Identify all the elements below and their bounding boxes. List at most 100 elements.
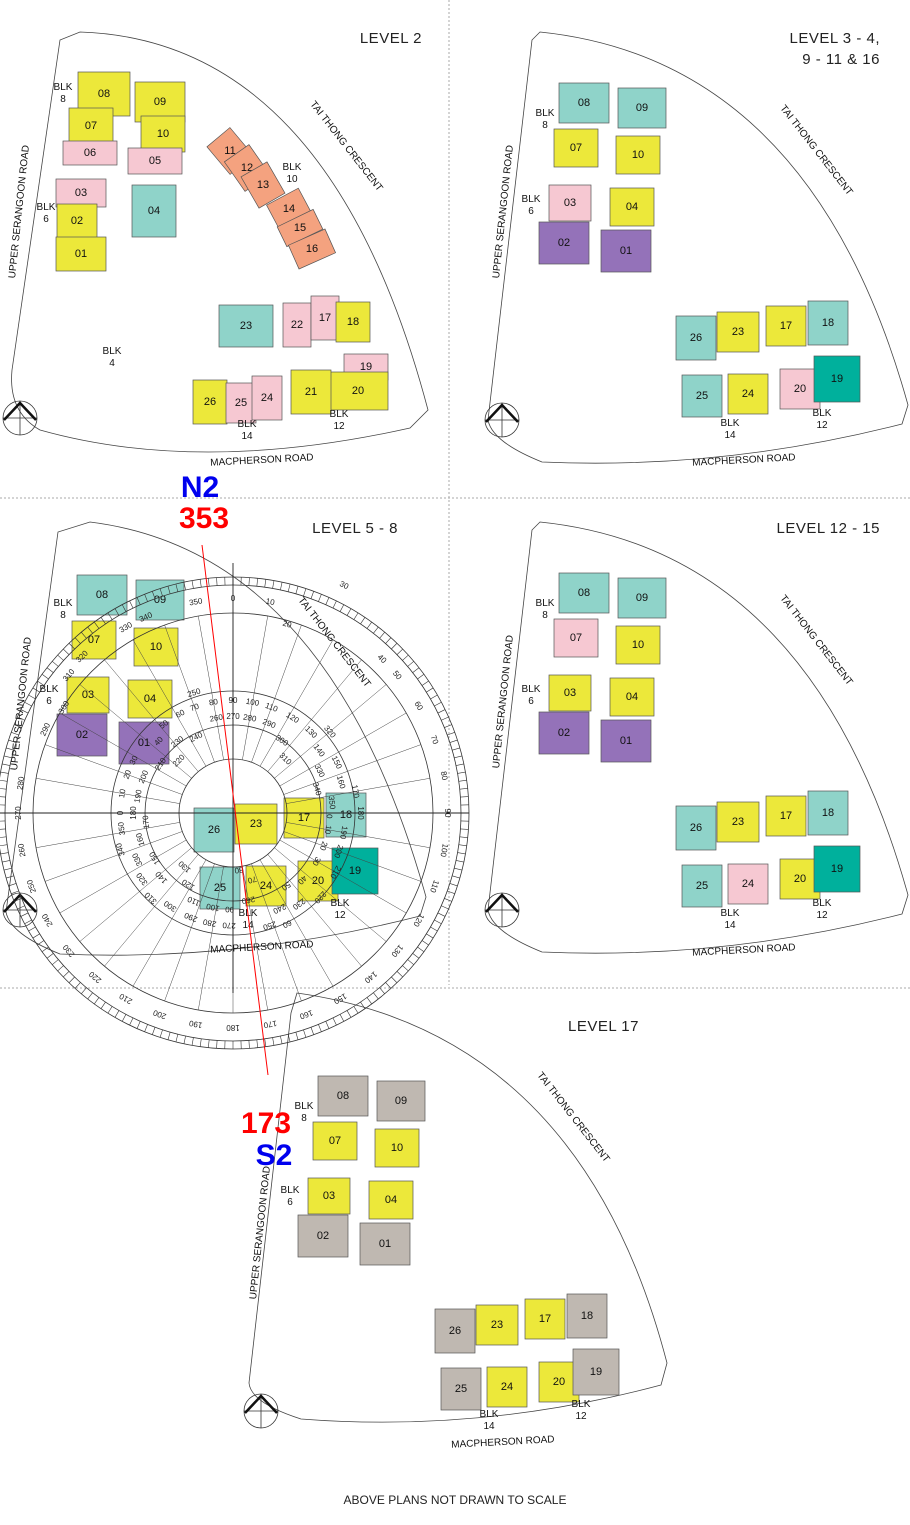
unit-06[interactable]: 06: [62, 140, 118, 166]
unit-18[interactable]: 18: [807, 300, 849, 346]
unit-26[interactable]: 26: [675, 805, 717, 851]
unit-09[interactable]: 09: [376, 1080, 426, 1122]
unit-05[interactable]: 05: [127, 147, 183, 175]
unit-23[interactable]: 23: [716, 311, 760, 353]
unit-02[interactable]: 02: [538, 711, 590, 755]
unit-24[interactable]: 24: [251, 375, 283, 421]
unit-13[interactable]: 13: [240, 161, 286, 209]
unit-24[interactable]: 24: [727, 863, 769, 905]
unit-02[interactable]: 02: [56, 203, 98, 239]
block-label: BLK: [331, 898, 350, 909]
unit-03[interactable]: 03: [66, 676, 110, 714]
unit-19[interactable]: 19: [572, 1348, 620, 1396]
unit-09[interactable]: 09: [134, 81, 186, 123]
unit-19[interactable]: 19: [813, 845, 861, 893]
unit-21[interactable]: 21: [290, 369, 332, 415]
unit-23[interactable]: 23: [716, 801, 760, 843]
unit-16[interactable]: 16: [287, 228, 337, 270]
unit-number: 10: [157, 128, 169, 140]
unit-03[interactable]: 03: [548, 674, 592, 712]
unit-08[interactable]: 08: [558, 572, 610, 614]
unit-07[interactable]: 07: [312, 1121, 358, 1161]
unit-25[interactable]: 25: [225, 382, 257, 424]
block-label: BLK: [283, 162, 302, 173]
unit-number: 17: [319, 312, 331, 324]
compass-degree-label: 340: [311, 781, 323, 797]
unit-04[interactable]: 04: [368, 1180, 414, 1220]
unit-23[interactable]: 23: [218, 304, 274, 348]
unit-04[interactable]: 04: [127, 679, 173, 719]
unit-10[interactable]: 10: [140, 115, 186, 153]
unit-08[interactable]: 08: [317, 1075, 369, 1117]
unit-10[interactable]: 10: [374, 1128, 420, 1168]
unit-26[interactable]: 26: [193, 807, 235, 853]
unit-08[interactable]: 08: [558, 82, 610, 124]
unit-19[interactable]: 19: [331, 847, 379, 895]
unit-01[interactable]: 01: [55, 236, 107, 272]
unit-17[interactable]: 17: [283, 797, 325, 839]
unit-03[interactable]: 03: [307, 1177, 351, 1215]
compass-degree-label: 230: [61, 942, 77, 958]
unit-07[interactable]: 07: [553, 128, 599, 168]
unit-23[interactable]: 23: [475, 1304, 519, 1346]
unit-25[interactable]: 25: [440, 1367, 482, 1411]
unit-number: 20: [794, 383, 806, 395]
unit-26[interactable]: 26: [434, 1308, 476, 1354]
unit-02[interactable]: 02: [538, 221, 590, 265]
unit-26[interactable]: 26: [675, 315, 717, 361]
compass-tick: [287, 583, 291, 592]
unit-10[interactable]: 10: [615, 625, 661, 665]
unit-19[interactable]: 19: [813, 355, 861, 403]
unit-10[interactable]: 10: [133, 627, 179, 667]
unit-04[interactable]: 04: [131, 184, 177, 238]
unit-07[interactable]: 07: [71, 620, 117, 660]
compass-radial: [274, 684, 387, 779]
compass-tick: [94, 621, 100, 629]
unit-20[interactable]: 20: [779, 368, 821, 410]
unit-18[interactable]: 18: [566, 1293, 608, 1339]
unit-07[interactable]: 07: [553, 618, 599, 658]
unit-01[interactable]: 01: [600, 229, 652, 273]
unit-23[interactable]: 23: [234, 803, 278, 845]
unit-shape: [538, 1361, 580, 1403]
unit-18[interactable]: 18: [325, 792, 367, 838]
unit-04[interactable]: 04: [609, 187, 655, 227]
compass-radial: [132, 639, 207, 767]
unit-25[interactable]: 25: [681, 374, 723, 418]
unit-09[interactable]: 09: [135, 579, 185, 621]
compass-radial: [35, 822, 180, 848]
unit-08[interactable]: 08: [76, 574, 128, 616]
unit-20[interactable]: 20: [297, 860, 339, 902]
compass-degree-label: 90: [443, 809, 452, 818]
unit-14[interactable]: 14: [266, 187, 312, 231]
unit-shape: [813, 845, 861, 893]
unit-04[interactable]: 04: [609, 677, 655, 717]
unit-17[interactable]: 17: [765, 795, 807, 837]
unit-02[interactable]: 02: [297, 1214, 349, 1258]
unit-01[interactable]: 01: [359, 1222, 411, 1266]
unit-10[interactable]: 10: [615, 135, 661, 175]
unit-17[interactable]: 17: [765, 305, 807, 347]
compass-tick: [0, 844, 8, 847]
compass-tick: [426, 933, 434, 939]
unit-03[interactable]: 03: [55, 178, 107, 208]
unit-24[interactable]: 24: [727, 373, 769, 415]
unit-22[interactable]: 22: [282, 302, 312, 348]
unit-07[interactable]: 07: [68, 107, 114, 145]
unit-24[interactable]: 24: [486, 1366, 528, 1408]
unit-01[interactable]: 01: [600, 719, 652, 763]
unit-number: 03: [564, 197, 576, 209]
unit-20[interactable]: 20: [327, 371, 389, 411]
unit-25[interactable]: 25: [681, 864, 723, 908]
unit-20[interactable]: 20: [538, 1361, 580, 1403]
unit-09[interactable]: 09: [617, 87, 667, 129]
unit-02[interactable]: 02: [56, 713, 108, 757]
unit-03[interactable]: 03: [548, 184, 592, 222]
unit-09[interactable]: 09: [617, 577, 667, 619]
unit-18[interactable]: 18: [807, 790, 849, 836]
unit-17[interactable]: 17: [310, 295, 340, 341]
unit-17[interactable]: 17: [524, 1298, 566, 1340]
block-label: 14: [242, 920, 254, 931]
unit-18[interactable]: 18: [335, 301, 371, 343]
unit-26[interactable]: 26: [192, 379, 228, 425]
